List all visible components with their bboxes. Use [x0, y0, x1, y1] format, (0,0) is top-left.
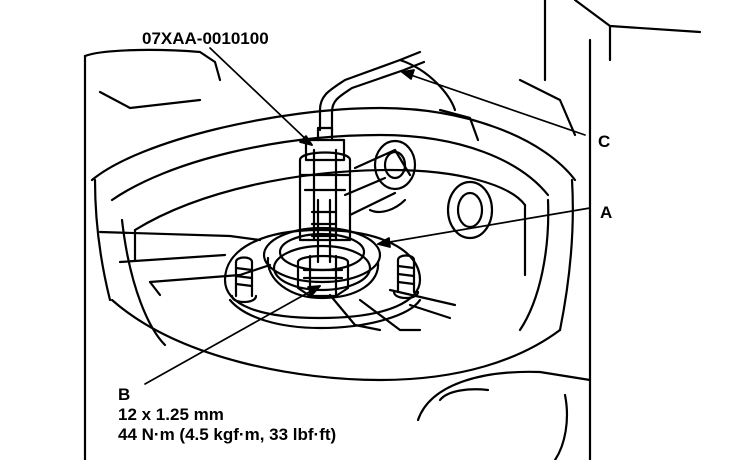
bolt-size-label: 12 x 1.25 mm: [118, 405, 224, 424]
callout-b-label: B: [118, 385, 131, 404]
housing-outline: [83, 0, 702, 460]
callout-c-label: C: [598, 132, 611, 151]
lock-nut: [296, 254, 350, 298]
leader-line-tool: [209, 47, 313, 146]
bolt-spec-block: B 12 x 1.25 mm 44 N·m (4.5 kgf·m, 33 lbf…: [118, 386, 336, 446]
wheel-stud-left: [230, 256, 258, 304]
cylinder-wall: [133, 168, 527, 277]
lower-body: [416, 370, 592, 460]
rod-handle: [318, 50, 426, 132]
callout-a-label: A: [600, 203, 613, 222]
outer-opening: [90, 106, 577, 382]
leader-line-b: [144, 285, 321, 385]
lever-arms: [98, 230, 457, 332]
special-tool: [298, 126, 352, 264]
leader-line-c: [401, 69, 586, 136]
tool-number-label: 07XAA-0010100: [142, 29, 269, 48]
hub-flange: [223, 226, 422, 330]
shaft-port: [343, 139, 494, 240]
leader-line-a: [377, 207, 591, 248]
wheel-stud-right: [392, 254, 420, 300]
torque-spec-label: 44 N·m (4.5 kgf·m, 33 lbf·ft): [118, 425, 337, 444]
